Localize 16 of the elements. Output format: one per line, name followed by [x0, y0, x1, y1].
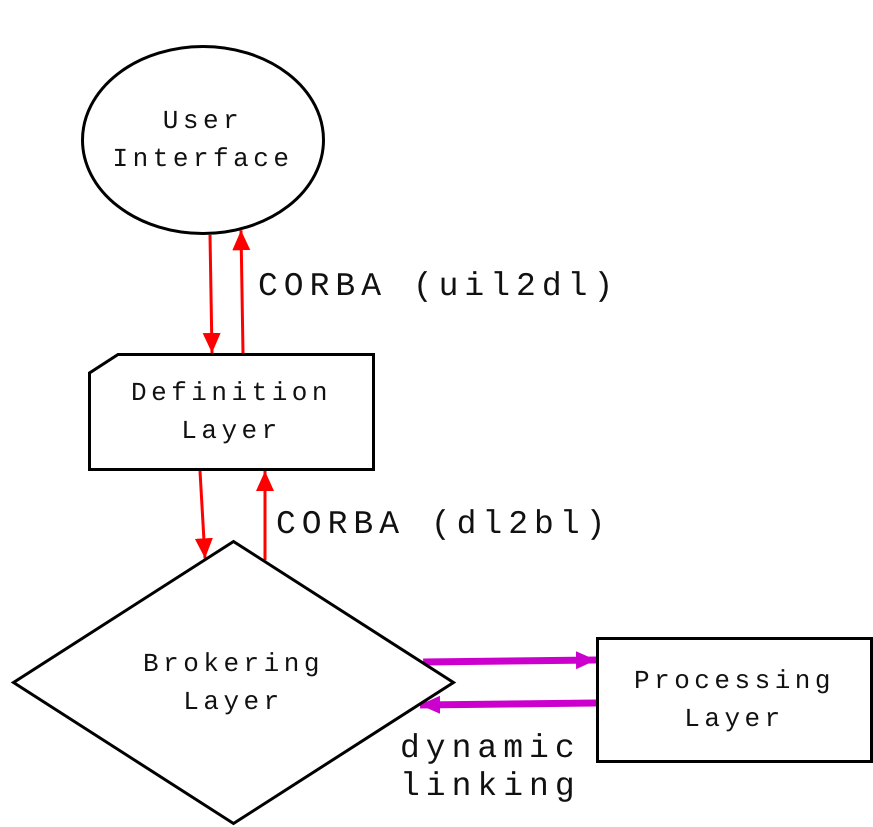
node-label: User Interface [112, 105, 294, 176]
arrow [232, 230, 250, 354]
edge-label: CORBA (dl2bl) [276, 506, 612, 544]
ellipse-node [81, 45, 325, 235]
node-label: Brokering Layer [142, 648, 325, 718]
arrow [194, 470, 213, 558]
node-label: Processing Layer [632, 665, 836, 736]
edge-label: CORBA (uil2dl) [258, 268, 620, 306]
node-label: Definition Layer [130, 377, 334, 448]
edge-label: dynamic linking [400, 730, 582, 806]
process-box [88, 353, 375, 471]
arrow [423, 651, 596, 670]
process-box [596, 637, 873, 763]
arrow [202, 234, 221, 354]
arrow [420, 696, 596, 714]
arrow [256, 471, 274, 560]
